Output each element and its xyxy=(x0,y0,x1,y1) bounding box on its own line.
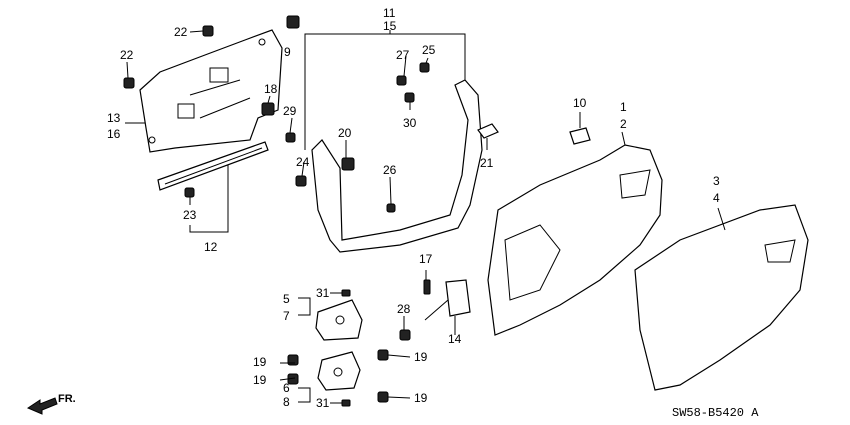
callout-19: 19 xyxy=(253,355,267,369)
direction-indicator: FR. xyxy=(26,393,76,415)
fastener-25 xyxy=(419,62,430,73)
diagram-code: SW58-B5420 A xyxy=(672,406,759,420)
callout-12: 12 xyxy=(204,240,218,254)
callout-20: 20 xyxy=(338,126,352,140)
door-checker xyxy=(424,279,471,321)
callout-19: 19 xyxy=(253,373,267,387)
callout-30: 30 xyxy=(403,116,417,130)
callout-22: 22 xyxy=(120,48,134,62)
fastener-22a xyxy=(202,25,214,37)
fastener-28 xyxy=(399,329,411,341)
callout-19: 19 xyxy=(414,350,428,364)
callout-11: 11 xyxy=(383,6,396,20)
callout-3: 3 xyxy=(713,174,720,188)
callout-27: 27 xyxy=(396,48,410,62)
callout-29: 29 xyxy=(283,104,297,118)
fastener-19b xyxy=(377,349,389,361)
fastener-17 xyxy=(423,279,431,295)
fastener-23 xyxy=(184,187,195,198)
callout-1: 1 xyxy=(620,100,627,114)
callout-labels: 22 22 13 16 18 9 29 20 24 11 15 27 25 30… xyxy=(107,6,720,410)
callout-4: 4 xyxy=(713,191,720,205)
fastener-18 xyxy=(261,102,275,116)
fastener-26 xyxy=(386,203,396,213)
door-trim-sheet xyxy=(139,29,283,153)
callout-16: 16 xyxy=(107,127,121,141)
callout-6: 6 xyxy=(283,381,290,395)
fastener-27 xyxy=(396,75,407,86)
callout-19: 19 xyxy=(414,391,428,405)
callout-25: 25 xyxy=(422,43,436,57)
fastener-24 xyxy=(295,175,307,187)
callout-8: 8 xyxy=(283,395,290,409)
callout-2: 2 xyxy=(620,117,627,131)
fastener-20 xyxy=(341,157,355,171)
fastener-30 xyxy=(404,92,415,103)
callout-13: 13 xyxy=(107,111,121,125)
leader-lines xyxy=(125,30,726,404)
grommet-10 xyxy=(569,127,591,145)
fastener-31a xyxy=(341,289,351,297)
direction-label: FR. xyxy=(58,393,76,405)
callout-17: 17 xyxy=(419,252,433,266)
callout-5: 5 xyxy=(283,292,290,306)
door-skin-outer xyxy=(634,204,809,391)
callout-9: 9 xyxy=(284,45,291,59)
callout-28: 28 xyxy=(397,302,411,316)
sill-seal-strip xyxy=(157,141,269,191)
hinge-bracket-upper xyxy=(315,299,363,341)
door-shell-inner xyxy=(487,144,663,336)
clip-21 xyxy=(477,123,499,139)
callout-10: 10 xyxy=(573,96,587,110)
fastener-29 xyxy=(285,132,296,143)
callout-31: 31 xyxy=(316,396,330,410)
callout-26: 26 xyxy=(383,163,397,177)
callout-22: 22 xyxy=(174,25,188,39)
door-weatherstrip xyxy=(311,79,483,253)
callout-31: 31 xyxy=(316,286,330,300)
fastener-22b xyxy=(123,77,135,89)
callout-23: 23 xyxy=(183,208,197,222)
fastener-9 xyxy=(286,15,300,29)
fastener-31b xyxy=(341,399,351,407)
callout-15: 15 xyxy=(383,19,397,33)
fastener-19d xyxy=(377,391,389,403)
callout-7: 7 xyxy=(283,309,290,323)
hinge-bracket-lower xyxy=(317,351,361,391)
callout-14: 14 xyxy=(448,332,462,346)
callout-18: 18 xyxy=(264,82,278,96)
callout-21: 21 xyxy=(480,156,494,170)
callout-24: 24 xyxy=(296,155,310,169)
